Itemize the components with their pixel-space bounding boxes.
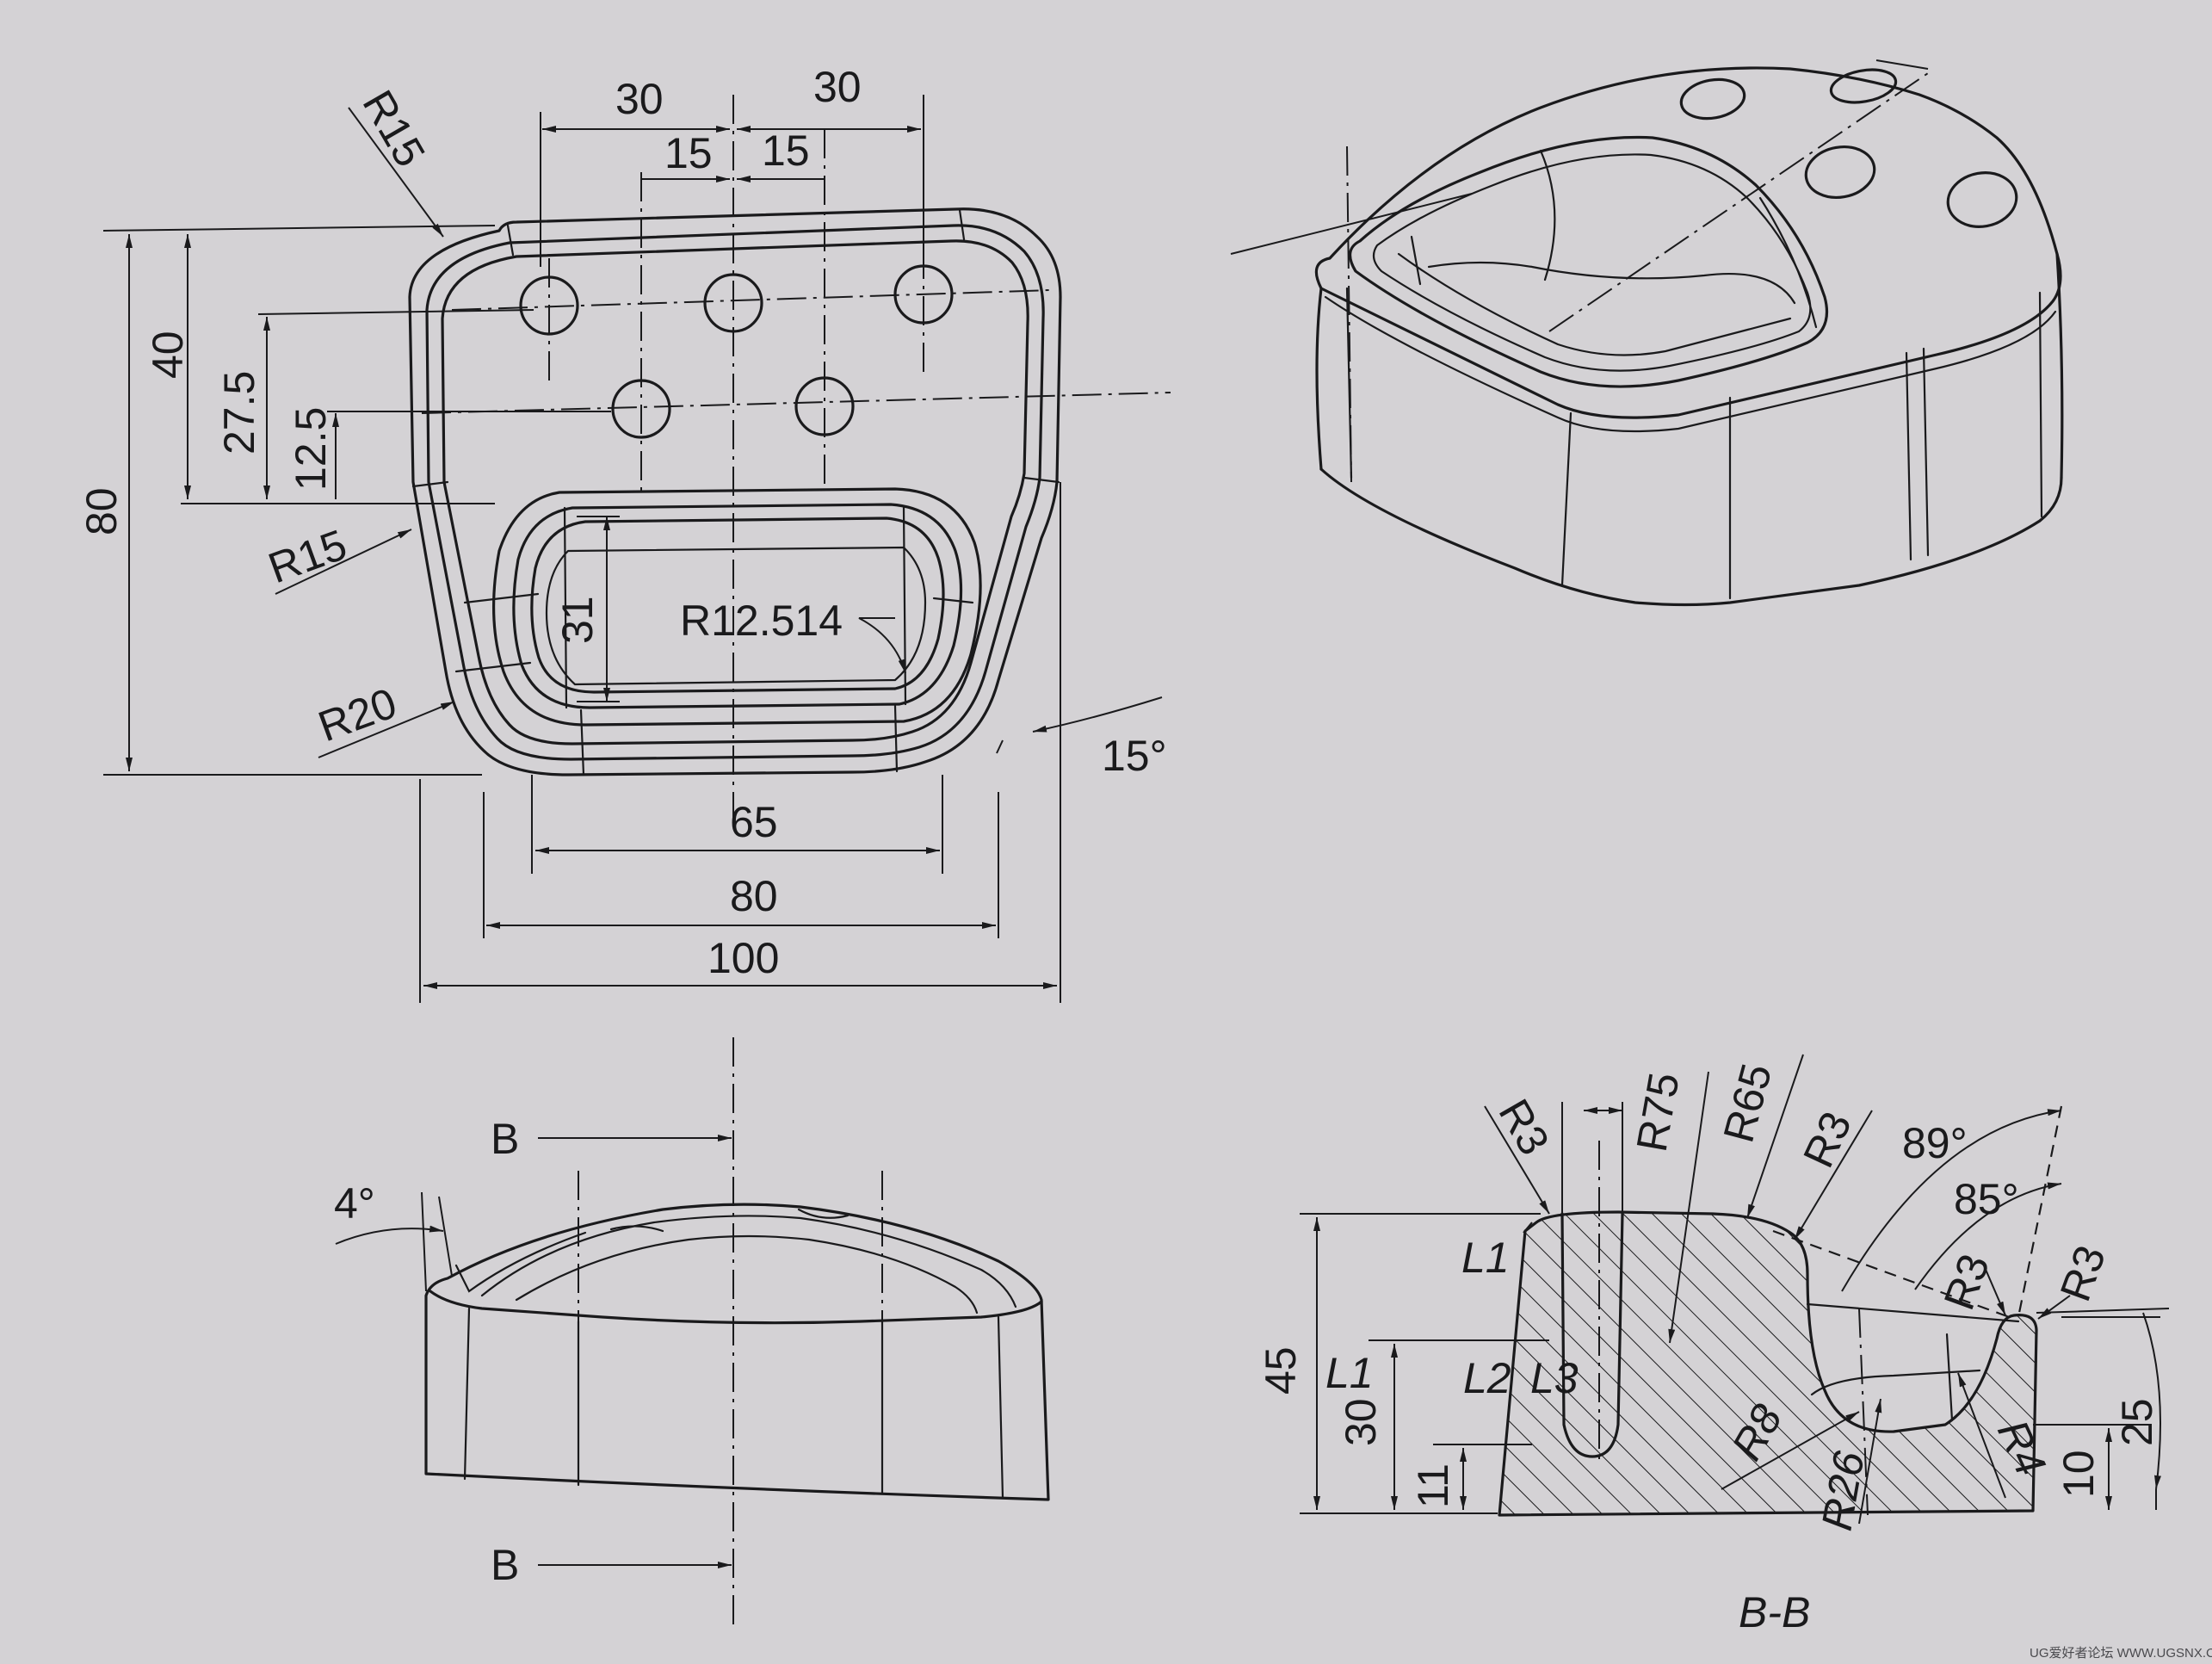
top-outer-outline — [408, 207, 1062, 776]
dim-12-5: 12.5 — [287, 407, 335, 491]
top-cavity-mid — [512, 503, 963, 709]
iso-hole-1 — [1679, 77, 1746, 121]
label-l2: L2 — [1463, 1354, 1511, 1402]
dim-30: 30 — [1337, 1398, 1385, 1446]
dim-angle-89: 89° — [1902, 1119, 1968, 1167]
section-view: R3 R75 R65 R3 R3 R3 89° 85° L1 L1 L2 L3 … — [1257, 1054, 2170, 1636]
label-l1-top: L1 — [1461, 1234, 1510, 1282]
isometric-view — [1230, 59, 2064, 607]
iso-hole-4 — [1946, 171, 2018, 228]
top-cavity-floor — [545, 546, 927, 686]
watermark: UG爱好者论坛 WWW.UGSNX.COM — [2030, 1646, 2212, 1661]
dim-r3-right-a: R3 — [1935, 1248, 1999, 1316]
dim-r15-left: R15 — [263, 520, 353, 592]
dim-25: 25 — [2113, 1398, 2161, 1446]
label-l3: L3 — [1530, 1354, 1579, 1402]
dim-15-right: 15 — [762, 127, 810, 175]
dim-angle-15: 15° — [1102, 732, 1167, 780]
dim-r20: R20 — [312, 678, 403, 751]
section-outline — [1498, 1210, 2038, 1517]
dim-80-horizontal: 80 — [730, 872, 778, 920]
dim-r75: R75 — [1628, 1069, 1689, 1155]
dim-15-left: 15 — [664, 129, 713, 177]
section-marker-top: B — [491, 1115, 519, 1163]
dim-11: 11 — [1409, 1463, 1457, 1508]
dim-100: 100 — [707, 934, 779, 982]
dim-30-left: 30 — [615, 75, 664, 123]
label-l1-mid: L1 — [1325, 1349, 1374, 1397]
dim-r3-mid: R3 — [1794, 1104, 1861, 1175]
section-caption: B-B — [1739, 1588, 1810, 1636]
dim-r12-514: R12.514 — [680, 597, 843, 645]
top-cavity-inner — [530, 517, 945, 694]
dim-r3-left: R3 — [1489, 1092, 1558, 1163]
dim-angle-85: 85° — [1954, 1175, 2019, 1223]
dim-30-right: 30 — [813, 63, 862, 111]
dim-65: 65 — [730, 798, 778, 846]
iso-body-bottom — [1319, 467, 2063, 607]
dim-r15-top: R15 — [353, 83, 434, 175]
front-view: 4° B B — [334, 1037, 1050, 1627]
top-cavity-outer — [491, 487, 982, 727]
top-view: 30 30 15 15 R15 R15 R20 R12.514 80 40 27… — [77, 63, 1171, 1003]
dim-r3-right-b: R3 — [2051, 1240, 2115, 1308]
dim-31: 31 — [553, 596, 602, 644]
dim-40: 40 — [144, 331, 192, 379]
dim-10: 10 — [2054, 1450, 2103, 1498]
top-outer-offset-2 — [441, 239, 1029, 745]
dim-80-vertical: 80 — [77, 487, 126, 535]
dim-45: 45 — [1257, 1346, 1305, 1395]
top-outer-offset-1 — [425, 224, 1045, 761]
dim-angle-4: 4° — [334, 1179, 375, 1228]
iso-hole-3 — [1804, 145, 1876, 199]
section-marker-bottom: B — [491, 1541, 519, 1589]
dim-r65: R65 — [1715, 1059, 1782, 1147]
iso-hole-2 — [1829, 68, 1898, 104]
dim-27-5: 27.5 — [215, 371, 263, 455]
iso-cavity-outer — [1349, 135, 1829, 388]
iso-top-outline — [1314, 66, 2062, 419]
iso-body-left — [1315, 287, 1323, 471]
front-outline — [424, 1203, 1050, 1501]
